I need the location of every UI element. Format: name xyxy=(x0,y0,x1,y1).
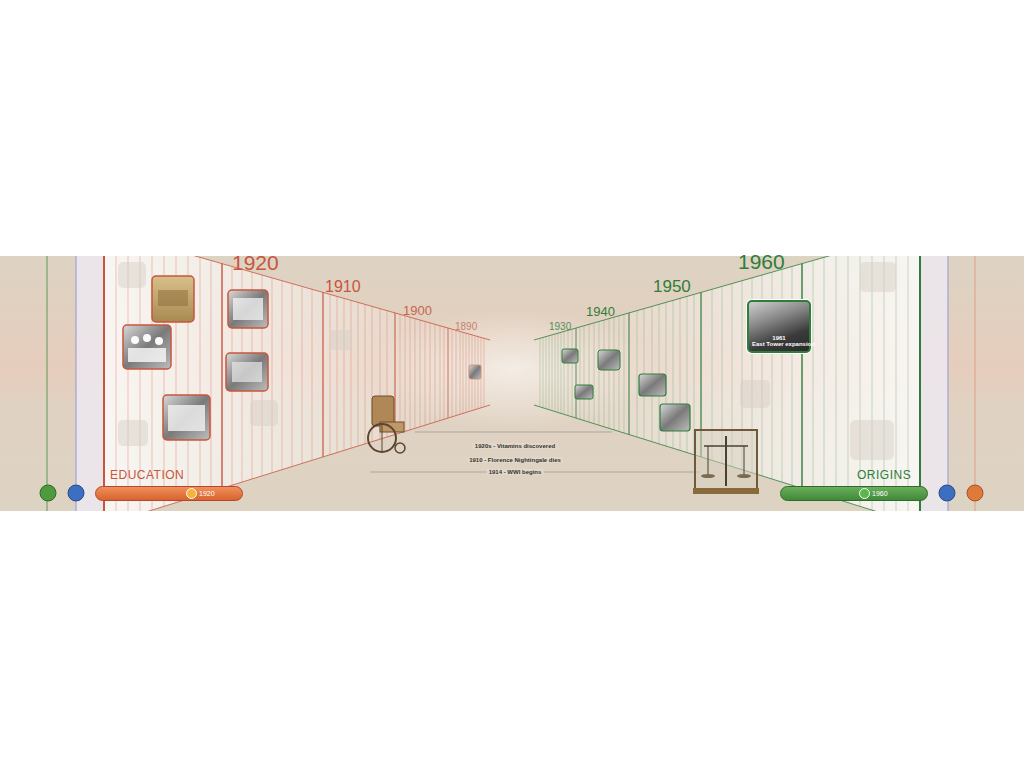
event-note: 1920s - Vitamins discovered xyxy=(473,443,557,449)
year-label: 1940 xyxy=(586,305,615,318)
year-label: 1950 xyxy=(653,278,691,295)
event-note: 1910 - Florence Nightingale dies xyxy=(467,457,563,463)
year-label: 1910 xyxy=(325,279,361,295)
section-title: EDUCATION xyxy=(110,469,184,481)
year-slider: 1920 xyxy=(95,486,243,501)
year-label: 1930 xyxy=(549,322,571,332)
slider-year: 1960 xyxy=(872,490,888,498)
slider-knob xyxy=(859,488,870,499)
photo-caption: East Tower expansion xyxy=(752,341,806,348)
year-label: 1890 xyxy=(455,322,477,332)
photo-year: 1961 xyxy=(752,335,806,342)
year-slider: 1960 xyxy=(780,486,928,501)
section-title: ORIGINS xyxy=(857,469,911,481)
event-note: 1914 - WWI begins xyxy=(487,469,544,475)
year-label: 1920 xyxy=(232,252,279,273)
slider-knob xyxy=(186,488,197,499)
slider-year: 1920 xyxy=(199,490,215,498)
photo-card: 1961East Tower expansion xyxy=(747,300,811,353)
year-label: 1900 xyxy=(403,304,432,317)
year-label: 1960 xyxy=(738,251,785,272)
